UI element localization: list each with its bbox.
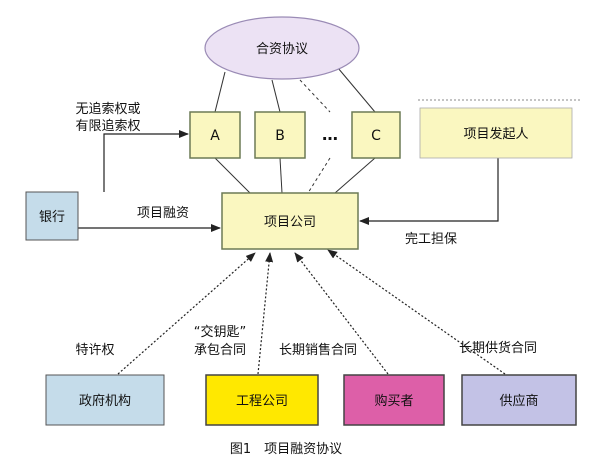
joint-venture-label: 合资协议 (256, 42, 308, 57)
ellipse-to-b-line (271, 79, 281, 113)
partner-c-label: C (371, 128, 381, 144)
a-to-company-line (214, 157, 251, 194)
dots-to-company-line (307, 157, 331, 194)
project-company-label: 项目公司 (264, 215, 316, 230)
buyer-to-company-arrow (294, 252, 389, 375)
buyer-label: 购买者 (374, 393, 413, 409)
supplier-node: 供应商 (461, 374, 577, 426)
completion-guarantee-label: 完工担保 (405, 232, 457, 247)
nonrecourse-label-line2: 有限追索权 (75, 118, 140, 134)
buyer-node: 购买者 (343, 374, 445, 426)
partner-b-label: B (275, 128, 285, 144)
supply-label: 长期供货合同 (459, 340, 537, 356)
engineering-company-node: 工程公司 (205, 374, 319, 426)
sponsor-to-company-arrow (359, 158, 499, 225)
partner-a-label: A (210, 128, 220, 144)
project-sponsor-node: 项目发起人 (418, 99, 580, 159)
nonrecourse-label-line1: 无追索权或 (75, 101, 140, 117)
figure-caption: 图1 项目融资协议 (230, 442, 342, 457)
bank-to-a-arrow (103, 130, 189, 192)
financing-label: 项目融资 (137, 206, 189, 221)
offtake-label: 长期销售合同 (279, 342, 357, 358)
government-node: 政府机构 (45, 374, 165, 426)
ellipse-to-c-line (337, 67, 376, 113)
supplier-label: 供应商 (499, 393, 538, 409)
partner-b-node: B (254, 111, 306, 159)
government-label: 政府机构 (79, 394, 131, 409)
ellipse-to-dots-line (299, 79, 331, 113)
franchise-label: 特许权 (75, 342, 114, 358)
engineering-to-company-arrow (257, 252, 274, 375)
supplier-to-company-arrow (327, 249, 506, 375)
partner-a-node: A (189, 111, 241, 159)
engineering-label: 工程公司 (236, 394, 288, 409)
joint-venture-agreement-node: 合资协议 (204, 16, 360, 80)
bank-node: 银行 (25, 191, 79, 241)
ellipse-to-a-line (214, 71, 226, 113)
turnkey-label-line2: 承包合同 (194, 343, 246, 358)
sponsor-label: 项目发起人 (463, 126, 528, 142)
c-to-company-line (334, 157, 376, 194)
government-to-company-arrow (117, 252, 256, 375)
partner-ellipsis: … (322, 125, 338, 144)
b-to-company-line (279, 157, 283, 194)
partner-c-node: C (351, 111, 401, 159)
turnkey-label-line1: “交钥匙” (194, 324, 246, 340)
project-company-node: 项目公司 (221, 192, 359, 250)
bank-label: 银行 (39, 210, 65, 225)
